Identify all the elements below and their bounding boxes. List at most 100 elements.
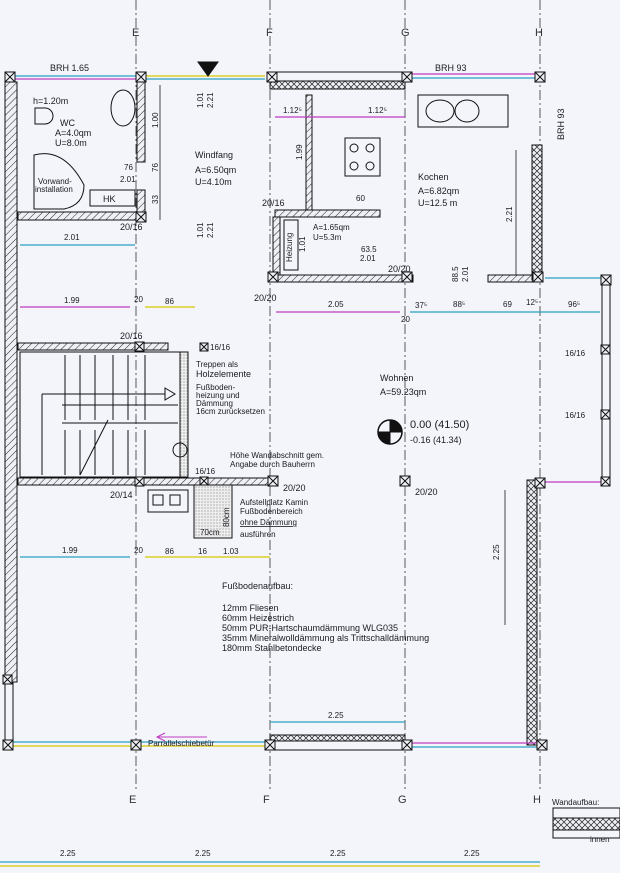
bottom-dim: 2.25	[330, 849, 346, 858]
wc-label: WC	[60, 118, 75, 128]
fireplace-note: Fußbodenbereich	[240, 507, 303, 516]
floor-layer: 50mm PUR-Hartschaumdämmung WLG035	[222, 623, 398, 633]
win2-h: 2.21	[206, 222, 215, 238]
axis-label-g-top: G	[401, 27, 410, 39]
stairs-note: Holzelemente	[196, 369, 251, 379]
walls	[4, 71, 611, 751]
fixtures	[19, 61, 620, 839]
bottom-dim: 2.25	[195, 849, 211, 858]
brh-right: BRH 93	[435, 63, 467, 73]
axis-label-f: F	[263, 794, 270, 806]
dim-label: 69	[503, 300, 512, 309]
win1-w: 1.01	[196, 92, 205, 108]
dim-label: 20	[401, 315, 410, 324]
brh-left: BRH 1.65	[50, 63, 89, 73]
dim-label: 20	[134, 295, 143, 304]
dim-label: 37⁵	[415, 301, 427, 310]
axis-label-h-top: H	[535, 27, 543, 39]
stairs-note: Fußboden-	[196, 383, 235, 392]
dim-wc-3: 33	[151, 195, 160, 204]
wc-height: h=1.20m	[33, 96, 68, 106]
dim-label: 16	[198, 547, 207, 556]
brh-side: BRH 93	[556, 108, 566, 140]
dim-label: 2.01	[64, 233, 80, 242]
heizung-door-h: 2.01	[360, 254, 376, 263]
axis-label-e: E	[129, 794, 136, 806]
fireplace-width: 70cm	[200, 528, 220, 537]
heizung-dim: 1.01	[298, 236, 307, 252]
column-label: 16/16	[210, 343, 231, 352]
windfang-area: A=6.50qm	[195, 165, 236, 175]
heizung-perimeter: U=5.3m	[313, 233, 342, 242]
column-label: 20/20	[388, 264, 411, 274]
kochen-perimeter: U=12.5 m	[418, 198, 457, 208]
column-label: 16/16	[195, 467, 216, 476]
kochen-dim-b: 1.12⁵	[368, 106, 387, 115]
dim-wc-2: 76	[151, 163, 160, 172]
dim-label: 1.99	[62, 546, 78, 555]
fireplace-depth: 80cm	[222, 507, 231, 527]
dim-label: 2.05	[328, 300, 344, 309]
dim-label: 88⁵	[453, 300, 465, 309]
kochen-dim-a: 1.12⁵	[283, 106, 302, 115]
column-label: 16/16	[565, 411, 586, 420]
kochen-door-w: 88.5	[451, 266, 460, 282]
wall-note: Höhe Wandabschnitt gem.	[230, 451, 324, 460]
heizung-door-w: 63.5	[361, 245, 377, 254]
win2-w: 1.01	[196, 222, 205, 238]
kochen-area: A=6.82qm	[418, 186, 459, 196]
level-finish: 0.00 (41.50)	[410, 419, 469, 431]
fireplace-note: Aufstellplatz Kamin	[240, 498, 308, 507]
floor-layer: 35mm Mineralwolldämmung als Trittschalld…	[222, 633, 429, 643]
floor-layer: 180mm Stahlbetondecke	[222, 643, 322, 653]
kochen-dim-d: 60	[356, 194, 365, 203]
bottom-dim: 2.25	[464, 849, 480, 858]
column-label: 20/16	[120, 331, 143, 341]
structural-columns	[2, 71, 612, 751]
axis-label-h: H	[533, 794, 541, 806]
fireplace-note: ausführen	[240, 530, 276, 539]
wc-door-width: 76	[124, 163, 133, 172]
wc-door-height: 2.01	[120, 175, 136, 184]
dim-label: 1.03	[223, 547, 239, 556]
wohnen-area: A=59.23qm	[380, 387, 426, 397]
dim-label: 1.99	[64, 296, 80, 305]
dim-label: 96⁵	[568, 300, 580, 309]
wc-fixture: Vorwand-	[38, 177, 72, 186]
wohnen-dim-v: 2.25	[492, 544, 501, 560]
column-label: 20/20	[254, 293, 277, 303]
win1-h: 2.21	[206, 92, 215, 108]
annotations: BRH 1.65 BRH 93 BRH 93 h=1.20m WC A=4.0q…	[33, 63, 610, 858]
floor-build-title: Fußbodenaufbau:	[222, 581, 293, 591]
wall-build-inner: innen	[590, 835, 610, 844]
sliding-door-label: Parrallelschiebetür	[148, 739, 215, 748]
dim-wc-1: 1.00	[151, 112, 160, 128]
dim-label: 12⁵	[526, 298, 538, 307]
fireplace-note: ohne Dämmung	[240, 518, 297, 527]
heizung-label: Heizung	[285, 233, 294, 262]
windfang-label: Windfang	[195, 150, 233, 160]
column-label: 20/16	[262, 198, 285, 208]
column-label: 16/16	[565, 349, 586, 358]
dimension-lines	[0, 85, 600, 867]
wall-note: Angabe durch Bauherrn	[230, 460, 315, 469]
level-raw: -0.16 (41.34)	[410, 435, 462, 445]
wall-build-title: Wandaufbau:	[552, 798, 599, 807]
radiator-label: HK	[103, 194, 116, 204]
heizung-area: A=1.65qm	[313, 223, 350, 232]
grid-axes	[135, 0, 541, 790]
floor-layer: 60mm Heizestrich	[222, 613, 294, 623]
kochen-label: Kochen	[418, 172, 449, 182]
stairs-note: 16cm zurücksetzen	[196, 407, 265, 416]
kochen-dim-e: 2.21	[505, 206, 514, 222]
dim-label: 20	[134, 546, 143, 555]
bottom-dim: 2.25	[60, 849, 76, 858]
windfang-perimeter: U=4.10m	[195, 177, 232, 187]
stairs-note: heizung und	[196, 391, 240, 400]
window-dim: 2.25	[328, 711, 344, 720]
wc-area: A=4.0qm	[55, 128, 91, 138]
kochen-dim-c: 1.99	[295, 144, 304, 160]
column-label: 20/16	[120, 222, 143, 232]
floor-layer: 12mm Fliesen	[222, 603, 279, 613]
